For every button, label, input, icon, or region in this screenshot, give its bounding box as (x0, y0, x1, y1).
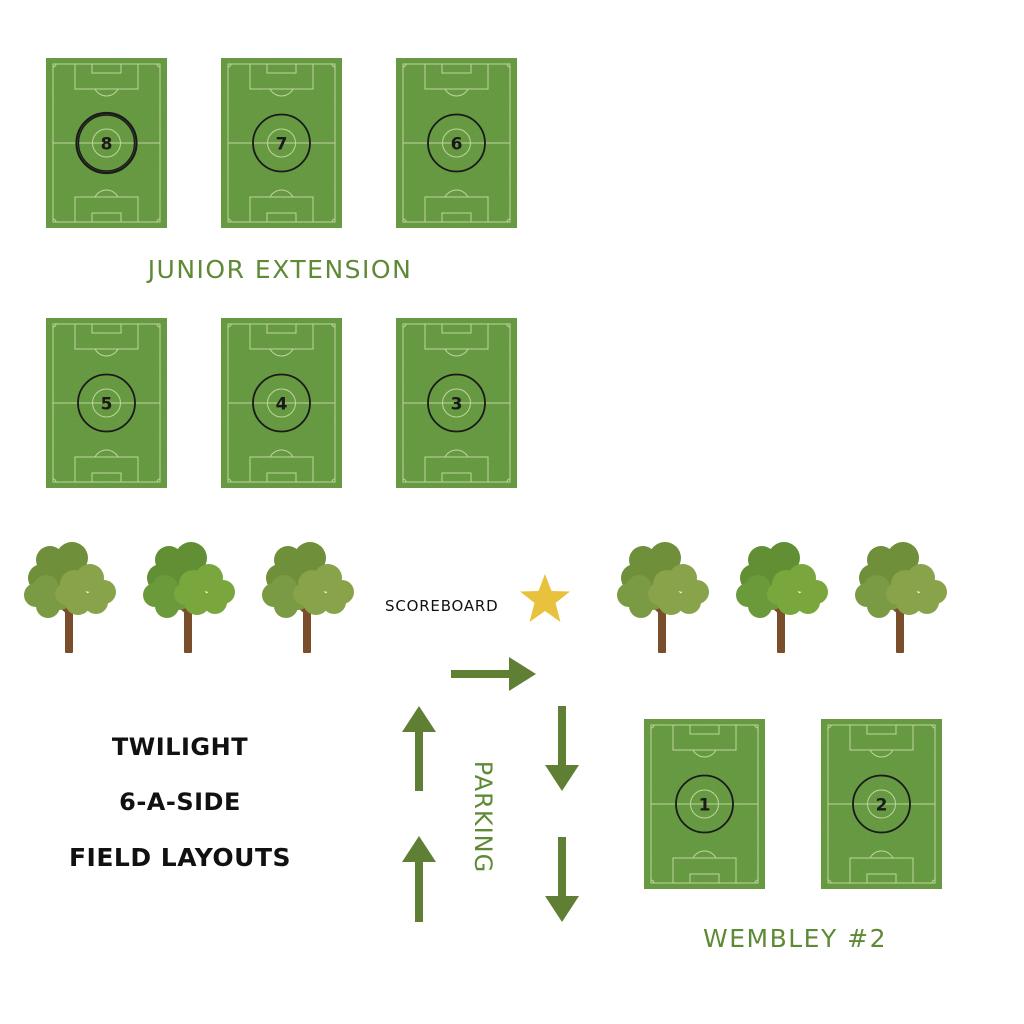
field-6[interactable]: 6 (396, 58, 517, 228)
field-number: 3 (451, 395, 463, 415)
scoreboard-label: SCOREBOARD (385, 597, 499, 615)
tree-icon (141, 540, 237, 655)
field-4[interactable]: 4 (221, 318, 342, 488)
arrow-down-icon (545, 706, 579, 791)
field-number: 8 (101, 135, 113, 155)
field-number: 7 (276, 135, 288, 155)
wembley-label: WEMBLEY #2 (702, 924, 888, 953)
field-2[interactable]: 2 (821, 719, 942, 889)
tree-icon (22, 540, 118, 655)
field-8[interactable]: 8 (46, 58, 167, 228)
field-number: 2 (876, 796, 888, 816)
tree-icon (853, 540, 949, 655)
field-1[interactable]: 1 (644, 719, 765, 889)
arrow-up-icon (402, 706, 436, 791)
parking-text: PARKING (469, 760, 497, 874)
title-line-2: 6-A-SIDE (119, 788, 241, 816)
tree-icon (734, 540, 830, 655)
title-line-1: TWILIGHT (111, 733, 249, 761)
tree-icon (615, 540, 711, 655)
field-number: 6 (451, 135, 463, 155)
parking-label: PARKING (467, 752, 499, 882)
field-number: 4 (276, 395, 288, 415)
field-7[interactable]: 7 (221, 58, 342, 228)
star-icon[interactable] (518, 572, 572, 624)
field-number: 1 (699, 796, 711, 816)
field-3[interactable]: 3 (396, 318, 517, 488)
tree-icon (260, 540, 356, 655)
field-number: 5 (101, 395, 113, 415)
title-line-3: FIELD LAYOUTS (68, 843, 292, 872)
arrow-right-icon (451, 657, 536, 691)
arrow-down-icon (545, 837, 579, 922)
field-5[interactable]: 5 (46, 318, 167, 488)
junior-extension-label: JUNIOR EXTENSION (147, 255, 413, 284)
arrow-up-icon (402, 836, 436, 922)
